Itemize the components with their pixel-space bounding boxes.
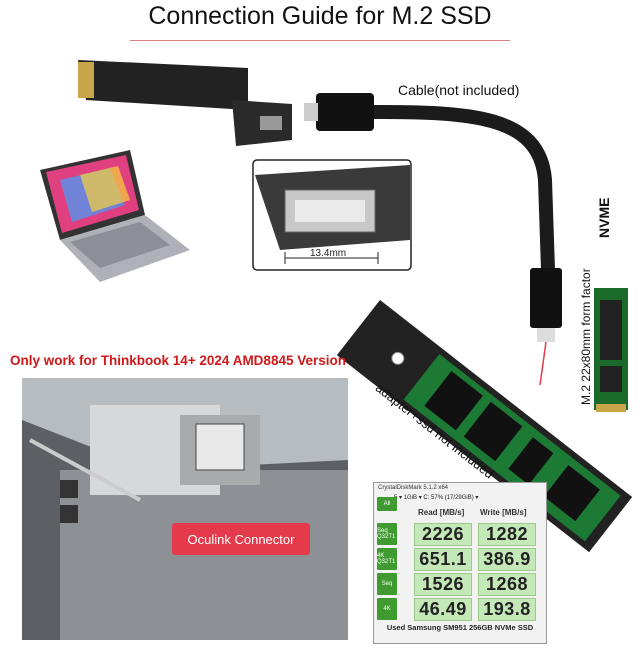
laptop-image: [40, 150, 190, 282]
write-value: 386.9: [478, 548, 536, 571]
row-label: 4K: [377, 598, 397, 620]
row-label: Seq Q32T1: [377, 523, 397, 545]
write-value: 1268: [478, 573, 536, 596]
compatibility-note: Only work for Thinkbook 14+ 2024 AMD8845…: [10, 353, 346, 368]
read-value: 46.49: [414, 598, 472, 621]
benchmark-all-button: All: [377, 497, 397, 511]
write-header: Write [MB/s]: [480, 508, 527, 517]
connector-closeup-image: [252, 159, 412, 271]
cable-label: Cable(not included): [398, 82, 520, 98]
install-photo-image: [22, 378, 348, 640]
read-header: Read [MB/s]: [418, 508, 465, 517]
write-value: 1282: [478, 523, 536, 546]
m2-adapter-board-image: [78, 60, 292, 146]
benchmark-controls: 5 ▾ 1GiB ▾ C: 57% (17/29GiB) ▾: [394, 495, 479, 501]
write-value: 193.8: [478, 598, 536, 621]
read-value: 2226: [414, 523, 472, 546]
oculink-connector-badge: Oculink Connector: [172, 523, 310, 555]
cable-image: [304, 93, 562, 386]
read-value: 651.1: [414, 548, 472, 571]
benchmark-window-title: CrystalDiskMark 5.1.2 x64: [378, 485, 449, 491]
title-divider: [130, 40, 510, 41]
page-title: Connection Guide for M.2 SSD: [148, 2, 492, 30]
row-label: 4K Q32T1: [377, 548, 397, 570]
nvme-ssd-image: [594, 288, 628, 412]
adapter-ssd-image: [336, 300, 633, 553]
benchmark-panel: CrystalDiskMark 5.1.2 x64 5 ▾ 1GiB ▾ C: …: [373, 482, 547, 644]
form-factor-label: M.2 22x80mm form factor: [579, 268, 593, 405]
benchmark-footer: Used Samsung SM951 256GB NVMe SSD: [386, 623, 534, 632]
row-label: Seq: [377, 573, 397, 595]
nvme-label: NVME: [596, 197, 612, 238]
measurement-label: 13.4mm: [310, 248, 347, 259]
read-value: 1526: [414, 573, 472, 596]
